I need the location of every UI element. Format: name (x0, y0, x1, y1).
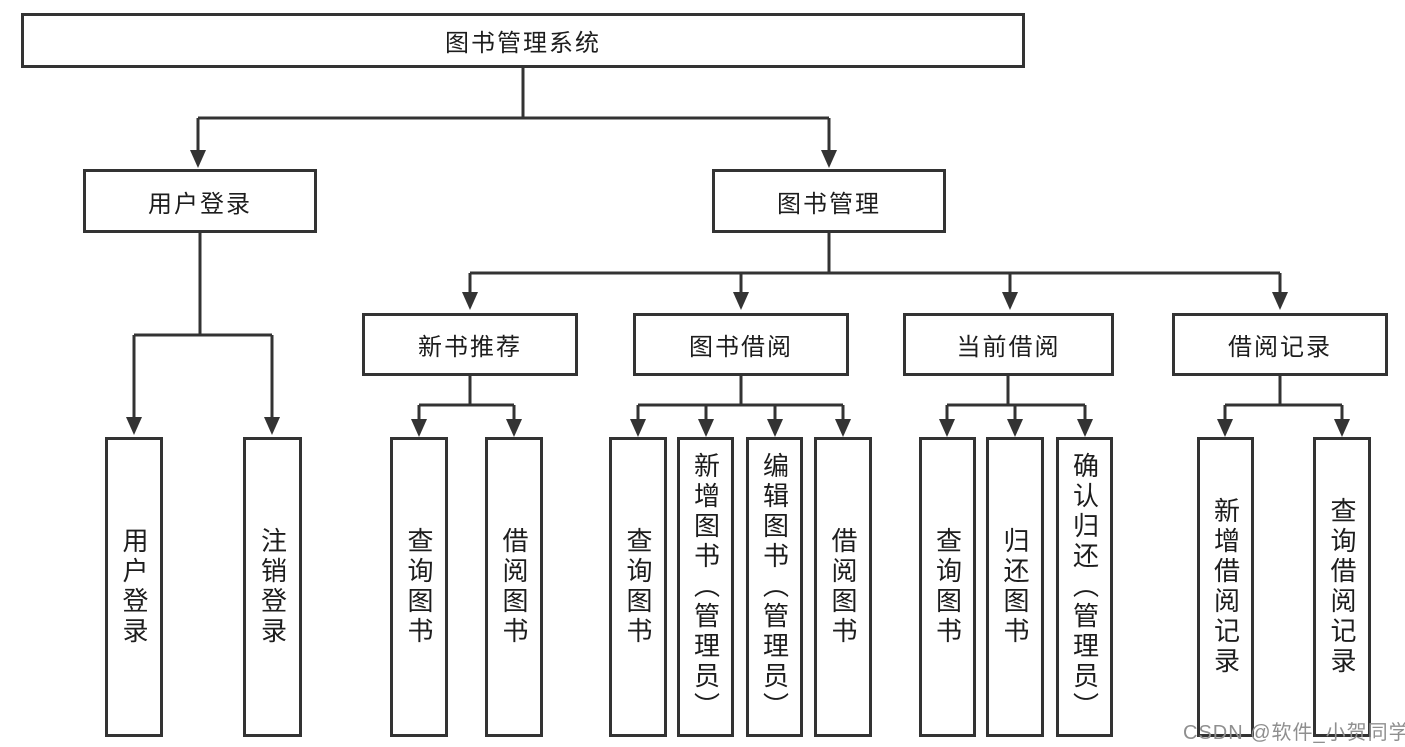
node-book-borrow: 图书借阅 (633, 313, 849, 376)
leaf-add-book-admin: 新增图书（管理员） (677, 437, 734, 737)
leaf-user-login-label: 用户登录 (119, 527, 149, 647)
leaf-confirm-return-admin: 确认归还（管理员） (1056, 437, 1113, 737)
leaf-query-books-borrow-label: 查询图书 (623, 527, 653, 647)
leaf-borrow-books-recommend: 借阅图书 (485, 437, 543, 737)
node-current-borrow: 当前借阅 (903, 313, 1114, 376)
leaf-edit-book-admin: 编辑图书（管理员） (746, 437, 803, 737)
leaf-query-borrow-record: 查询借阅记录 (1313, 437, 1371, 737)
leaf-add-borrow-record: 新增借阅记录 (1197, 437, 1254, 737)
leaf-query-borrow-record-label: 查询借阅记录 (1327, 497, 1357, 677)
leaf-user-login: 用户登录 (105, 437, 163, 737)
leaf-logout: 注销登录 (243, 437, 302, 737)
leaf-confirm-return-admin-label: 确认归还（管理员） (1069, 452, 1100, 722)
leaf-query-books-current-label: 查询图书 (932, 527, 963, 647)
node-new-book-recommend: 新书推荐 (362, 313, 578, 376)
leaf-add-borrow-record-label: 新增借阅记录 (1210, 497, 1241, 677)
leaf-borrow-books: 借阅图书 (814, 437, 872, 737)
node-user-login: 用户登录 (83, 169, 317, 233)
leaf-query-books-borrow: 查询图书 (609, 437, 667, 737)
node-borrow-records: 借阅记录 (1172, 313, 1388, 376)
leaf-add-book-admin-label: 新增图书（管理员） (690, 452, 721, 722)
leaf-logout-label: 注销登录 (257, 527, 288, 647)
leaf-query-books-current: 查询图书 (919, 437, 976, 737)
leaf-query-books-recommend-label: 查询图书 (404, 527, 434, 647)
leaf-return-book-label: 归还图书 (1000, 527, 1030, 647)
csdn-watermark: CSDN @软件_小贺同学 (1183, 722, 1405, 744)
leaf-return-book: 归还图书 (986, 437, 1044, 737)
node-book-management: 图书管理 (712, 169, 946, 233)
leaf-borrow-books-label: 借阅图书 (828, 527, 858, 647)
leaf-query-books-recommend: 查询图书 (390, 437, 448, 737)
leaf-borrow-books-recommend-label: 借阅图书 (499, 527, 529, 647)
node-library-system: 图书管理系统 (21, 13, 1025, 68)
leaf-edit-book-admin-label: 编辑图书（管理员） (759, 452, 790, 722)
